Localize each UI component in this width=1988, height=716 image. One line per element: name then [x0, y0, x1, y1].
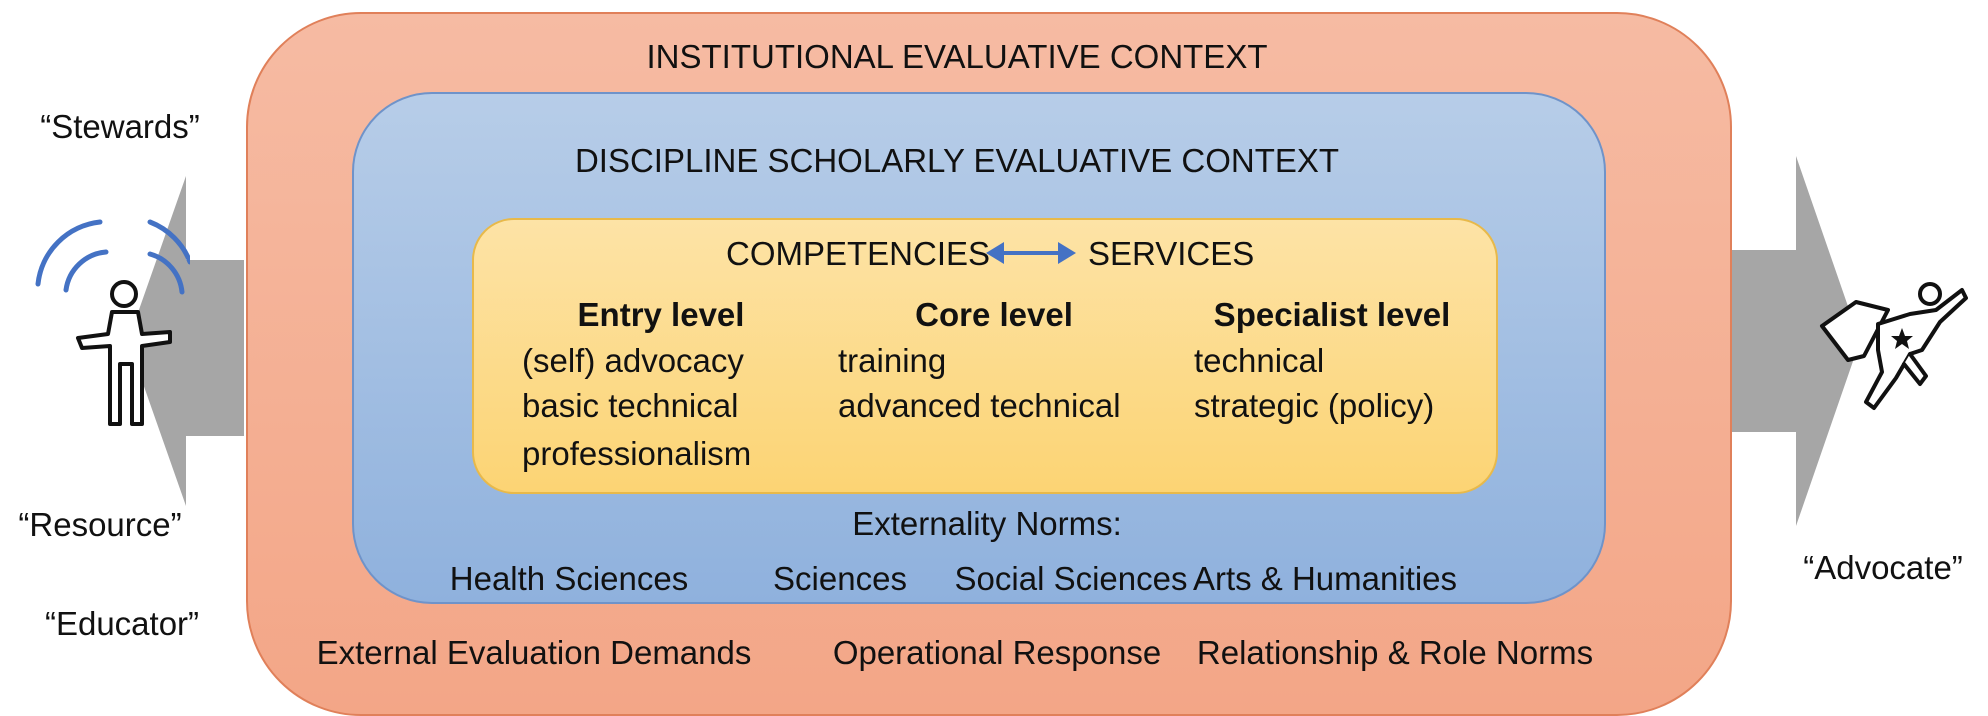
institutional-item: Relationship & Role Norms: [1196, 634, 1594, 671]
institutional-title: INSTITUTIONAL EVALUATIVE CONTEXT: [646, 38, 1268, 75]
right-arrow: [1732, 156, 1860, 526]
discipline-title: DISCIPLINE SCHOLARLY EVALUATIVE CONTEXT: [574, 142, 1340, 179]
role-stewards: “Stewards”: [40, 108, 200, 145]
externality-norms-label: Externality Norms:: [852, 505, 1122, 542]
role-advocate: “Advocate”: [1803, 549, 1963, 586]
entry-item: (self) advocacy: [522, 342, 744, 379]
institutional-item: External Evaluation Demands: [316, 634, 752, 671]
entry-level-title: Entry level: [577, 296, 745, 333]
role-resource: “Resource”: [18, 506, 182, 543]
specialist-item: technical: [1194, 342, 1325, 379]
entry-item: professionalism: [522, 435, 752, 472]
services-label: SERVICES: [1088, 235, 1255, 272]
competencies-services-box: [472, 218, 1498, 494]
core-item: advanced technical: [838, 387, 1121, 424]
superhero-icon: [1820, 282, 1968, 410]
core-level-title: Core level: [915, 296, 1073, 333]
institutional-item: Operational Response: [832, 634, 1162, 671]
core-item: training: [838, 342, 947, 379]
norm-item: Social Sciences: [954, 560, 1188, 597]
double-arrow-icon: [986, 242, 1076, 264]
role-educator: “Educator”: [44, 605, 200, 642]
specialist-level-title: Specialist level: [1213, 296, 1451, 333]
norm-item: Arts & Humanities: [1192, 560, 1458, 597]
entry-item: basic technical: [522, 387, 739, 424]
competencies-label: COMPETENCIES: [726, 235, 991, 272]
specialist-item: strategic (policy): [1194, 387, 1435, 424]
norm-item: Sciences: [773, 560, 907, 597]
norm-item: Health Sciences: [449, 560, 689, 597]
person-broadcasting-icon: [35, 219, 190, 426]
